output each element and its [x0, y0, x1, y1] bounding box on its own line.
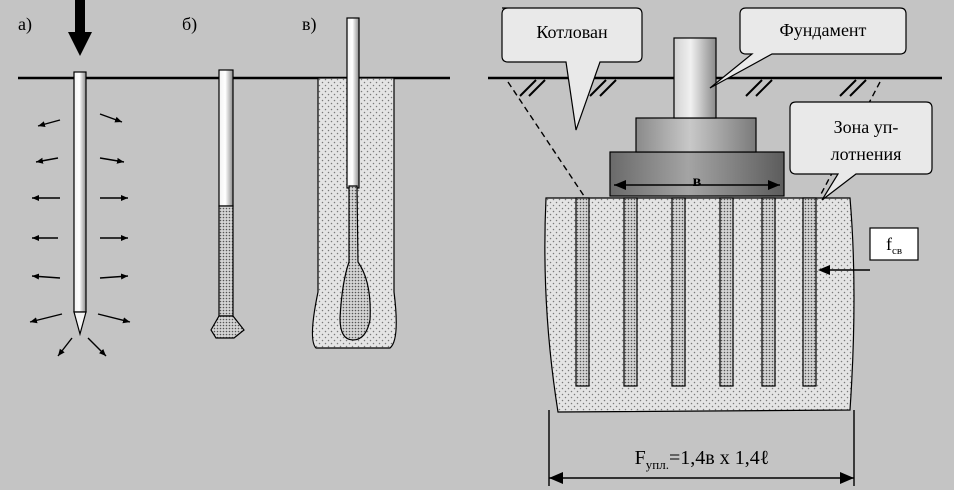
- callout-foundation-text: Фундамент: [780, 20, 867, 40]
- sand-piles: [575, 197, 817, 387]
- callout-zone-line1: Зона уп-: [834, 117, 899, 137]
- ground-hatching: [519, 79, 867, 97]
- compaction-area-formula: Fупл.=1,4в х 1,4ℓ: [635, 447, 770, 472]
- sand-pile-bulb: [339, 185, 371, 341]
- filled-hole: [218, 205, 234, 317]
- extracted-pipe: [346, 17, 360, 189]
- panel-v: в): [302, 14, 397, 349]
- callout-pit-text: Котлован: [536, 22, 608, 42]
- sand-pile: [719, 197, 734, 387]
- panel-b: б): [182, 14, 245, 339]
- foundation-column: [673, 37, 717, 119]
- force-arrowhead-icon: [818, 265, 830, 275]
- sand-pile: [671, 197, 686, 387]
- panel-a-label: а): [18, 14, 32, 35]
- foundation-step: [635, 117, 757, 153]
- driving-force-arrow-icon: [68, 0, 92, 56]
- panel-b-label: б): [182, 14, 197, 35]
- dim-arrowhead-left-icon: [549, 472, 563, 484]
- callout-zone-line2: лотнения: [831, 144, 902, 164]
- force-label: fсв: [886, 234, 902, 257]
- callout-zone: Зона уп- лотнения: [789, 101, 933, 201]
- soil-displacement-arrows: [29, 113, 131, 357]
- sand-pile: [802, 197, 817, 387]
- driven-pipe: [73, 71, 87, 313]
- force-box: fсв: [869, 227, 919, 261]
- arrowhead-right-icon: [768, 180, 780, 190]
- foundation-sole: [609, 151, 785, 197]
- width-label: в: [693, 173, 702, 190]
- expanded-tip: [210, 315, 245, 339]
- sand-pile: [761, 197, 776, 387]
- callout-foundation: Фундамент: [709, 7, 907, 89]
- pipe-tip: [73, 311, 87, 337]
- sand-pile: [575, 197, 590, 387]
- compaction-zone: [544, 197, 855, 413]
- dim-arrowhead-right-icon: [840, 472, 854, 484]
- arrowhead-left-icon: [614, 180, 626, 190]
- pit-slope-left: [507, 81, 585, 197]
- panel-v-label: в): [302, 14, 317, 35]
- callout-pit: Котлован: [501, 7, 643, 131]
- withdrawn-pipe: [218, 69, 234, 207]
- foundation-scheme: в Котлован Фундамент Зона уп- лотнения f…: [488, 7, 942, 486]
- foundation: [609, 37, 785, 197]
- sand-pile: [623, 197, 638, 387]
